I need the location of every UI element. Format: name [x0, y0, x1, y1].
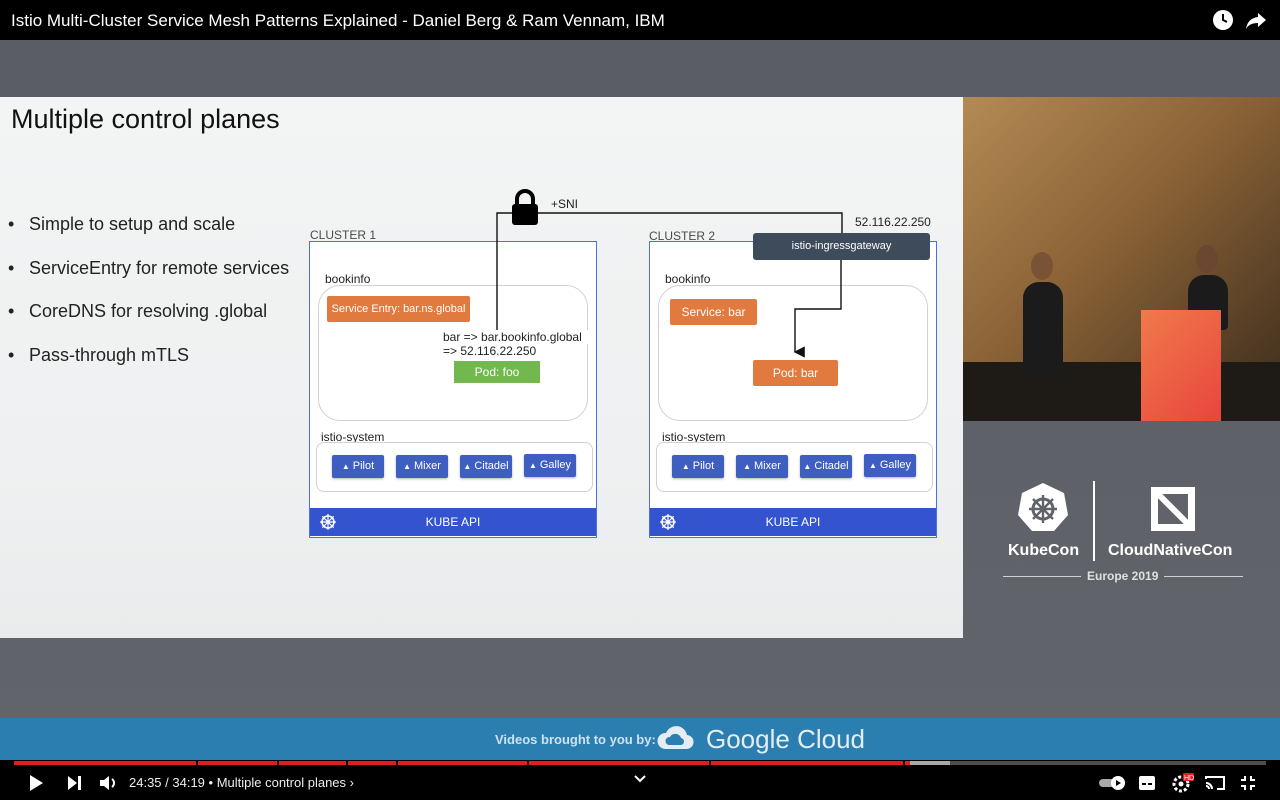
sni-label: +SNI: [551, 197, 579, 211]
gateway-ip-label: 52.116.22.250: [855, 215, 931, 229]
cluster1-kube-api: KUBE API: [310, 508, 596, 536]
volume-icon[interactable]: [99, 774, 119, 792]
cluster2-kube-api: KUBE API: [650, 508, 936, 536]
drop-icon: ▲: [868, 461, 877, 470]
cluster1-label: CLUSTER 1: [310, 228, 377, 242]
cloudnativecon-text: CloudNativeCon: [1108, 542, 1233, 559]
cluster2-label: CLUSTER 2: [649, 229, 716, 243]
next-icon[interactable]: [66, 774, 84, 792]
speaker-right-head: [1196, 245, 1218, 273]
cluster1-citadel: ▲Citadel: [460, 455, 512, 478]
chapter-title[interactable]: Multiple control planes: [216, 775, 347, 790]
cluster2-bookinfo-label: bookinfo: [665, 272, 711, 286]
speaker-left: [1023, 282, 1063, 377]
podium: [1141, 310, 1221, 421]
ingress-gateway: istio-ingressgateway: [753, 233, 930, 260]
chapter-break: [527, 761, 530, 765]
sponsor-band: Videos brought to you by: Google Cloud: [0, 718, 1280, 760]
drop-icon: ▲: [403, 462, 412, 471]
cluster1-galley: ▲Galley: [524, 454, 576, 477]
slide-bullets: Simple to setup and scale ServiceEntry f…: [8, 214, 289, 388]
cluster1-mixer: ▲Mixer: [396, 455, 448, 478]
svg-text:HD: HD: [1184, 775, 1194, 782]
cluster1-istio-system-label: istio-system: [321, 430, 385, 444]
chapter-break: [195, 761, 198, 765]
speaker-camera-feed: [963, 97, 1280, 421]
drop-icon: ▲: [463, 462, 472, 471]
pod-foo: Pod: foo: [454, 361, 540, 383]
service-bar: Service: bar: [670, 299, 757, 325]
drop-icon: ▲: [803, 462, 812, 471]
cluster2-mixer: ▲Mixer: [736, 455, 788, 478]
google-cloud-logo-icon: [657, 726, 694, 750]
speaker-left-head: [1031, 252, 1053, 280]
kubecon-logo-icon: [1018, 483, 1068, 531]
brand-divider: [1093, 481, 1095, 561]
cluster1-bookinfo-label: bookinfo: [325, 272, 371, 286]
service-entry-box: Service Entry: bar.ns.global: [327, 296, 470, 322]
played-bar: [14, 761, 910, 765]
cncf-logo-icon: [1151, 487, 1195, 531]
video-title-bar: Istio Multi-Cluster Service Mesh Pattern…: [0, 0, 1280, 40]
clock-icon[interactable]: [1211, 8, 1235, 32]
chapter-break: [708, 761, 711, 765]
kubernetes-wheel-icon: [660, 514, 676, 530]
google-cloud-text: Google Cloud: [706, 724, 865, 754]
chapter-break: [276, 761, 279, 765]
pod-bar: Pod: bar: [753, 360, 838, 386]
exit-fullscreen-icon[interactable]: [1240, 775, 1256, 791]
drop-icon: ▲: [743, 462, 752, 471]
captions-icon[interactable]: [1138, 775, 1156, 791]
chapter-break: [902, 761, 905, 765]
autoplay-toggle-icon[interactable]: [1098, 775, 1128, 791]
settings-gear-icon[interactable]: HD: [1171, 772, 1195, 794]
time-display: 24:35 / 34:19: [129, 775, 205, 790]
kubernetes-wheel-icon: [320, 514, 336, 530]
share-arrow-icon[interactable]: [1244, 8, 1268, 32]
cast-icon[interactable]: [1205, 775, 1225, 791]
buffered-bar: [909, 761, 950, 765]
event-branding: KubeCon CloudNativeCon Europe 2019: [963, 421, 1280, 638]
cluster1-pilot: ▲Pilot: [332, 455, 384, 478]
drop-icon: ▲: [681, 462, 690, 471]
cluster2-citadel: ▲Citadel: [800, 455, 852, 478]
play-icon[interactable]: [26, 773, 46, 793]
lock-icon: [512, 189, 538, 225]
bullet-item: CoreDNS for resolving .global: [8, 301, 289, 345]
cluster2-istio-system-label: istio-system: [662, 430, 726, 444]
kubecon-text: KubeCon: [1008, 542, 1080, 559]
drop-icon: ▲: [341, 462, 350, 471]
chapter-break: [345, 761, 348, 765]
progress-bar[interactable]: [14, 761, 1266, 765]
bullet-item: ServiceEntry for remote services: [8, 258, 289, 302]
video-title[interactable]: Istio Multi-Cluster Service Mesh Pattern…: [11, 11, 665, 30]
bullet-item: Simple to setup and scale: [8, 214, 289, 258]
audience: [963, 362, 1280, 421]
sponsor-caption: Videos brought to you by:: [495, 732, 656, 747]
time-readout: 24:35 / 34:19 • Multiple control planes …: [129, 775, 354, 790]
event-name: Europe 2019: [1081, 569, 1165, 583]
dns-rule-line1: bar => bar.bookinfo.global: [443, 330, 592, 344]
cluster2-galley: ▲Galley: [864, 454, 916, 477]
chevron-down-icon[interactable]: [633, 774, 647, 784]
bullet-item: Pass-through mTLS: [8, 345, 289, 389]
dns-rule-line2: => 52.116.22.250: [443, 344, 543, 358]
chapter-break: [395, 761, 398, 765]
drop-icon: ▲: [528, 461, 537, 470]
cluster2-pilot: ▲Pilot: [672, 455, 724, 478]
slide-title: Multiple control planes: [11, 104, 280, 134]
